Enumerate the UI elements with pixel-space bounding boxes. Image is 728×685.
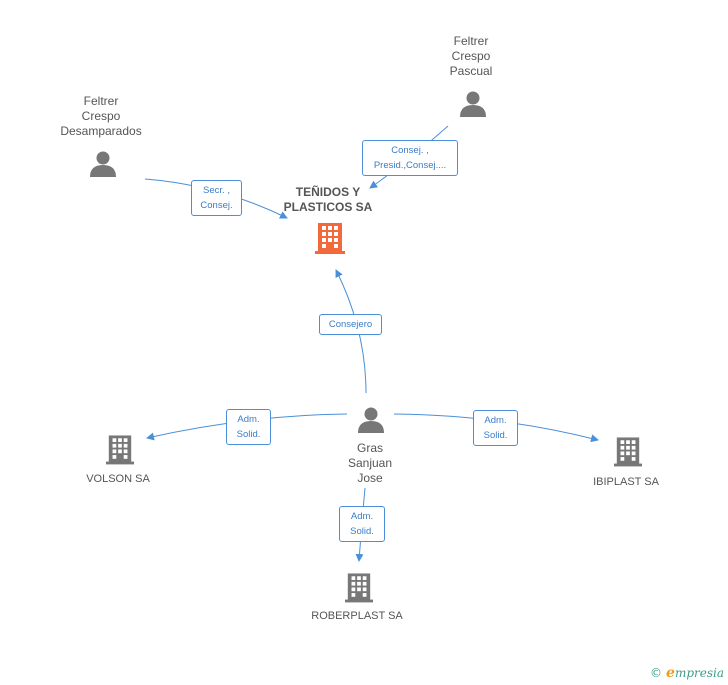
building-icon[interactable] <box>614 434 642 468</box>
person-label-feltrer-desamparados: Feltrer Crespo Desamparados <box>60 94 142 138</box>
person-icon[interactable] <box>89 149 117 177</box>
main-company-label: TEÑIDOS Y PLASTICOS SA <box>283 185 373 214</box>
edge-label-gras-ibiplast[interactable]: Adm. Solid. <box>473 410 518 446</box>
copyright-symbol: © <box>650 666 663 680</box>
building-icon[interactable] <box>106 432 134 466</box>
brand-rest: mpresia <box>674 666 724 680</box>
edge-label-desamparados-main[interactable]: Secr. , Consej. <box>191 180 242 216</box>
building-icon[interactable] <box>315 220 345 255</box>
building-icon[interactable] <box>345 570 373 604</box>
person-label-gras: Gras Sanjuan Jose <box>347 441 393 485</box>
person-icon[interactable] <box>357 405 385 433</box>
company-label-volson: VOLSON SA <box>86 473 150 485</box>
edge-label-pascual-main[interactable]: Consej. , Presid.,Consej.... <box>362 140 458 176</box>
edge-label-gras-roberplast[interactable]: Adm. Solid. <box>339 506 385 542</box>
person-label-feltrer-pascual: Feltrer Crespo Pascual <box>449 34 493 78</box>
company-label-ibiplast: IBIPLAST SA <box>593 476 659 488</box>
empresia-logo: ©empresia <box>650 665 724 681</box>
company-label-roberplast: ROBERPLAST SA <box>311 610 403 622</box>
brand-e: e <box>666 665 675 681</box>
edge-label-gras-volson[interactable]: Adm. Solid. <box>226 409 271 445</box>
edge-label-gras-main[interactable]: Consejero <box>319 314 382 335</box>
person-icon[interactable] <box>459 89 487 117</box>
